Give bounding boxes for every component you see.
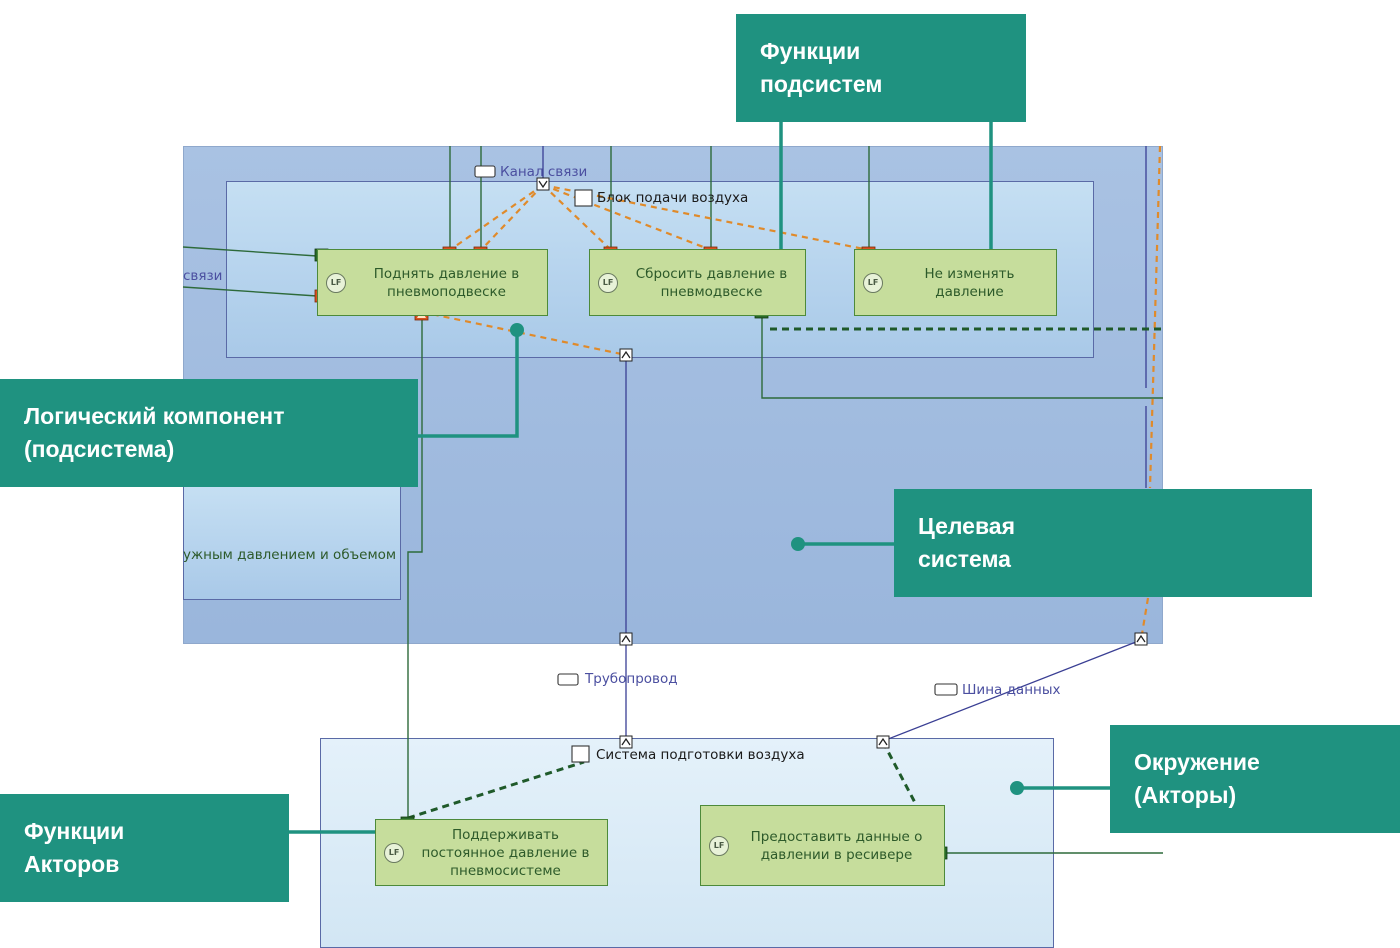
function-label: Поддерживать постоянное давление в пневм… xyxy=(421,826,590,879)
channel-label: Канал связи xyxy=(500,164,588,180)
logical-function-icon: LF xyxy=(863,272,883,293)
callout-subsystem-functions: Функции подсистем xyxy=(736,14,1026,122)
logical-function-icon: LF xyxy=(326,272,346,293)
callout-line: Окружение xyxy=(1134,749,1260,775)
callout-line: Функции xyxy=(24,818,125,844)
logical-function-icon: LF xyxy=(384,842,404,863)
callout-line: система xyxy=(918,546,1011,572)
callout-target-system: Целевая система xyxy=(894,489,1312,597)
function-label: Предоставить данные о давлении в ресивер… xyxy=(750,828,923,863)
component-icon xyxy=(574,189,593,207)
left-cut-component-box[interactable] xyxy=(183,486,401,600)
callout-line: Целевая xyxy=(918,513,1016,539)
function-reset-pressure[interactable]: LF Сбросить давление в пневмодвеске xyxy=(589,249,806,316)
function-label: Не изменять давление xyxy=(924,265,1015,300)
callout-environment: Окружение (Акторы) xyxy=(1110,725,1400,833)
function-label: Сбросить давление в пневмодвеске xyxy=(635,265,788,300)
function-keep-pressure[interactable]: LF Не изменять давление xyxy=(854,249,1057,316)
callout-dot-logical-component xyxy=(510,323,524,337)
callout-line: Логический компонент xyxy=(24,403,285,429)
pipeline-label: Трубопровод xyxy=(585,671,678,687)
callout-dot-target-system xyxy=(791,537,805,551)
callout-logical-component: Логический компонент (подсистема) xyxy=(0,379,418,487)
databus-link-icon xyxy=(934,683,958,696)
callout-line: Функции xyxy=(760,38,861,64)
callout-line: Акторов xyxy=(24,851,120,877)
function-raise-pressure[interactable]: LF Поднять давление в пневмоподвеске xyxy=(317,249,548,316)
environment-label: Система подготовки воздуха xyxy=(596,747,805,763)
channel-link-icon xyxy=(474,165,496,178)
component-label: Блок подачи воздуха xyxy=(597,190,749,206)
callout-actor-functions: Функции Акторов xyxy=(0,794,289,902)
databus-label: Шина данных xyxy=(962,682,1061,698)
function-provide-data[interactable]: LF Предоставить данные о давлении в реси… xyxy=(700,805,945,886)
logical-function-icon: LF xyxy=(598,272,618,293)
function-maintain-pressure[interactable]: LF Поддерживать постоянное давление в пн… xyxy=(375,819,608,886)
left-cut-function-label: ужным давлением и объемом xyxy=(183,547,397,563)
callout-line: (подсистема) xyxy=(24,436,175,462)
environment-component-icon xyxy=(571,745,590,763)
pipeline-link-icon xyxy=(557,673,579,686)
function-label: Поднять давление в пневмоподвеске xyxy=(373,265,520,300)
callout-line: (Акторы) xyxy=(1134,782,1237,808)
callout-dot-environment xyxy=(1010,781,1024,795)
left-cut-label: связи xyxy=(183,268,223,284)
callout-line: подсистем xyxy=(760,71,883,97)
logical-function-icon: LF xyxy=(709,835,729,856)
